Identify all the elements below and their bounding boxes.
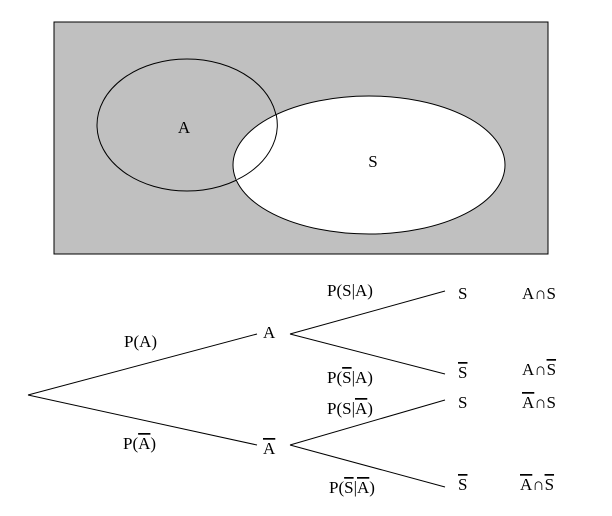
- venn-diagram: A S: [53, 21, 549, 255]
- node-not-a: A: [263, 439, 276, 458]
- branch-line-a: [27, 333, 258, 396]
- label-p-not-s-given-not-a: P(S|A): [329, 478, 375, 497]
- set-a-arc-over-s: [236, 114, 278, 181]
- label-p-s-given-not-a: P(S|A): [327, 399, 373, 418]
- branch-line-not-a-not-s: [289, 444, 446, 488]
- set-s-label: S: [368, 152, 377, 171]
- outcome-a-and-s: A∩S: [522, 284, 556, 303]
- label-p-a: P(A): [124, 332, 157, 351]
- branch-line-a-s: [289, 290, 446, 335]
- label-p-not-s-given-a: P(S|A): [327, 368, 373, 387]
- branch-line-not-a: [27, 394, 258, 446]
- set-a-label: A: [178, 118, 191, 137]
- node-a: A: [263, 323, 276, 342]
- branch-line-a-not-s: [289, 333, 446, 375]
- tree-diagram: [27, 290, 446, 488]
- leaf-s-2: S: [458, 393, 467, 412]
- set-s-ellipse: [232, 95, 506, 235]
- leaf-s-1: S: [458, 284, 467, 303]
- label-p-s-given-a: P(S|A): [327, 281, 373, 300]
- outcome-a-and-not-s: A∩S: [522, 360, 556, 379]
- outcome-not-a-and-not-s: A∩S: [520, 475, 554, 494]
- leaf-not-s-2: S: [458, 475, 467, 494]
- branch-line-not-a-s: [289, 399, 446, 446]
- leaf-not-s-1: S: [458, 363, 467, 382]
- label-p-not-a: P(A): [123, 434, 156, 453]
- outcome-not-a-and-s: A∩S: [522, 393, 556, 412]
